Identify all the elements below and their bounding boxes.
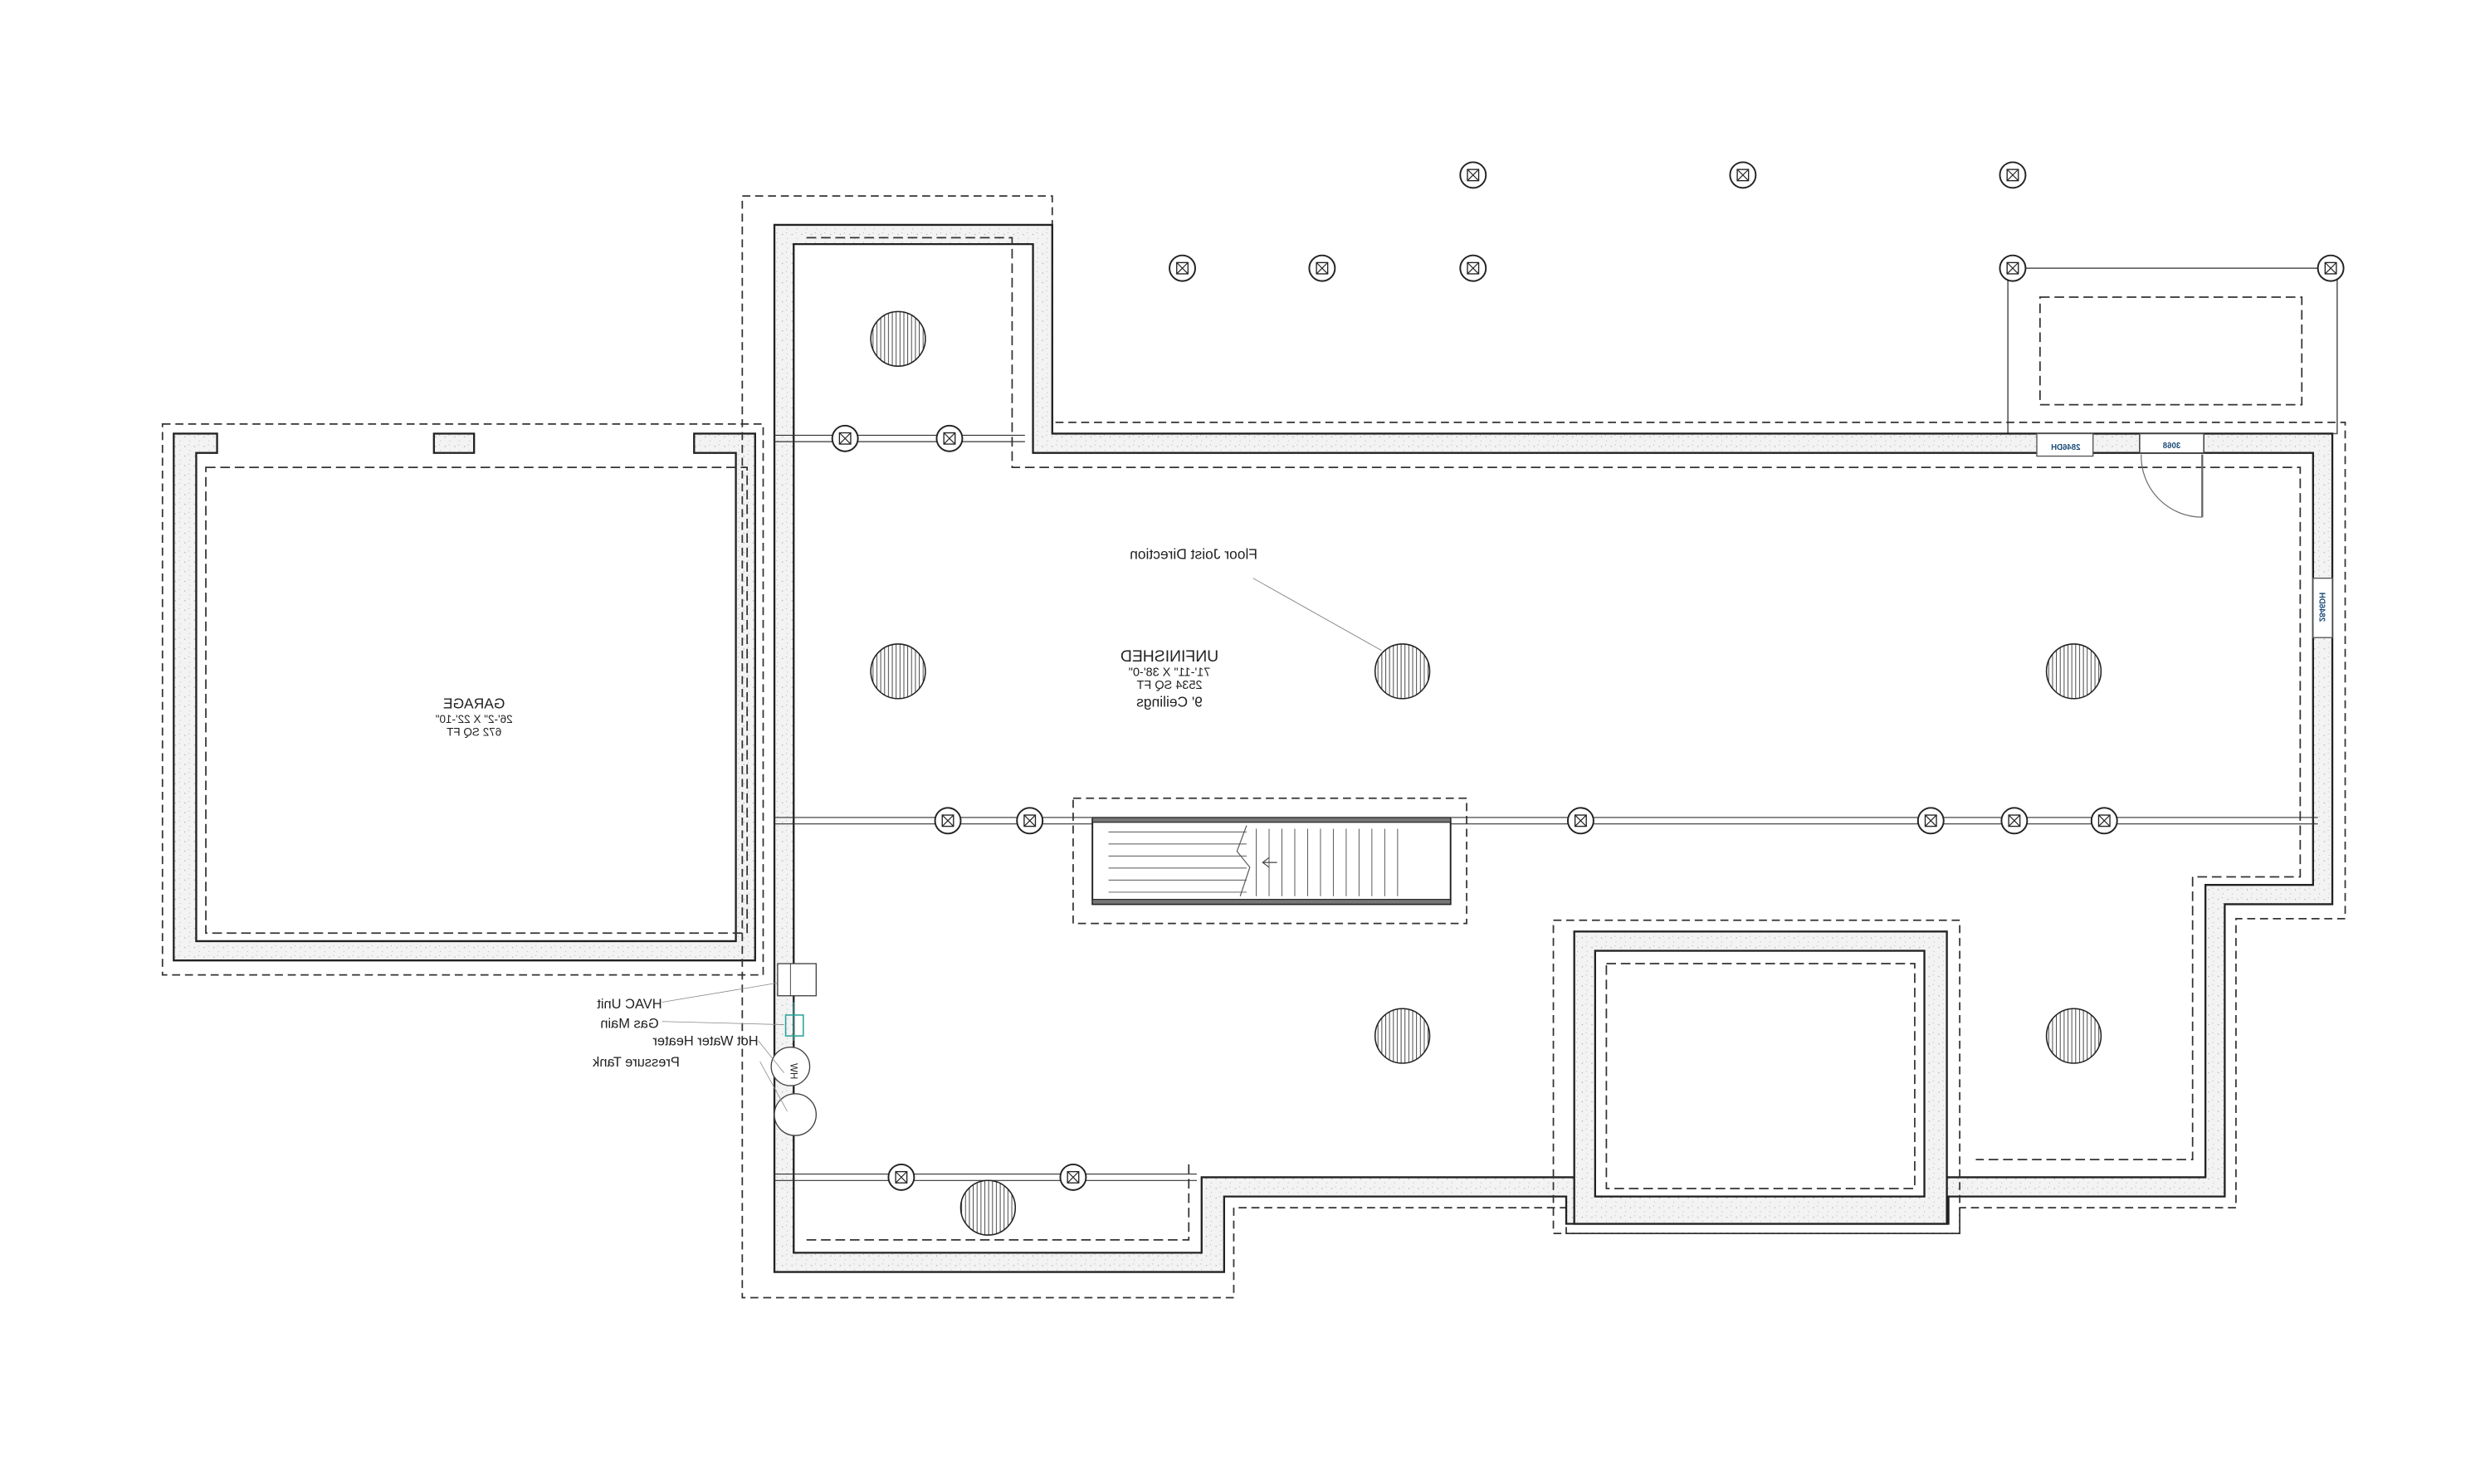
column-x-icon [934, 807, 962, 835]
hot-water-heater [770, 1046, 811, 1086]
stair [1072, 797, 1467, 925]
garage-name: GARAGE [443, 695, 505, 711]
unfinished-size: 71'-11" X 38'-0" [1129, 666, 1211, 680]
column-x-icon [2090, 807, 2118, 835]
beam-top [774, 434, 1025, 442]
column-x-icon [1729, 161, 1757, 189]
unfinished-area: 2534 SQ FT [1136, 679, 1202, 692]
column-x-icon [1566, 807, 1594, 835]
window-top[interactable] [2036, 432, 2094, 457]
door-label: 3068 [2162, 442, 2180, 451]
window-right[interactable] [2312, 577, 2333, 638]
stair-break-line [1236, 825, 1251, 896]
unfinished-name: UNFINISHED [1120, 647, 1218, 666]
stair-wall-bottom [1091, 899, 1452, 906]
pressure-tank-label: Pressure Tank [592, 1055, 680, 1070]
garage-size: 26'-2" X 22'-10" [435, 713, 512, 725]
mechanical-equipment: HW HVAC Unit Gas Main Hot Water Heater P… [592, 963, 818, 1136]
window-right-label: 2846DH [2317, 593, 2326, 622]
main-foundation [741, 195, 2346, 1299]
hatched-pier-icon [870, 643, 926, 700]
hot-water-heater-label: Hot Water Heater [652, 1034, 759, 1049]
column-x-icon [1059, 1163, 1087, 1191]
porch [2007, 267, 2338, 435]
stair-arrow-icon [1262, 857, 1277, 868]
door[interactable] [2139, 432, 2205, 454]
hatched-pier-icon [870, 310, 926, 367]
door-swing [2141, 454, 2203, 518]
garage-wall-stub [432, 432, 476, 454]
hatched-pier-icon [2045, 1008, 2102, 1064]
garage-wall [173, 432, 756, 962]
box-floor [1594, 949, 1926, 1198]
piers [870, 310, 2102, 1236]
box-slab-outline [1605, 963, 1916, 1189]
gas-main [784, 1014, 804, 1037]
porch-outline [2007, 267, 2338, 435]
column-x-icon [1016, 807, 1044, 835]
column-x-icon [1308, 254, 1336, 282]
column-x-icon [1459, 161, 1487, 189]
hvac-unit [777, 963, 818, 997]
openings: 2846DH 3068 2846DH [2036, 432, 2333, 638]
column-x-icon [831, 424, 859, 452]
garage: GARAGE 26'-2" X 22'-10" 672 SQ FT [161, 422, 764, 976]
porch-slab [2038, 296, 2303, 406]
stair-box [1091, 818, 1452, 906]
column-x-icon [1169, 254, 1196, 282]
hatched-pier-icon [1374, 643, 1431, 700]
floor-joist-leader [1252, 578, 1382, 652]
window-top-label: 2846DH [2051, 443, 2080, 452]
column-x-icon [1916, 807, 1945, 835]
main-slab-outline [806, 237, 2302, 1241]
garage-area: 672 SQ FT [447, 725, 501, 738]
hvac-label: HVAC Unit [597, 997, 662, 1012]
hot-water-symbol: HW [788, 1063, 798, 1079]
column-x-icon [887, 1163, 915, 1191]
hatched-pier-icon [2045, 643, 2102, 700]
gas-main-label: Gas Main [600, 1016, 658, 1031]
column-x-icon [1999, 254, 2027, 282]
garage-footing-outline [161, 422, 764, 976]
column-x-icon [2317, 254, 2345, 282]
column-x-icon [1459, 254, 1487, 282]
hatched-pier-icon [1374, 1008, 1431, 1064]
main-room-floor [793, 242, 2314, 1254]
column-x-icon [1999, 161, 2027, 189]
garage-slab-outline [205, 466, 749, 935]
pressure-tank [774, 1093, 818, 1136]
floor-joist-label: Floor Joist Direction [1130, 545, 1257, 562]
column-x-icon [2000, 807, 2029, 835]
column-x-icon [935, 424, 964, 452]
columns [831, 161, 2345, 1191]
stair-wall-top [1091, 817, 1452, 823]
unfinished-ceiling: 9' Ceilings [1136, 693, 1203, 710]
stair-opening-outline [1072, 797, 1467, 925]
hatched-pier-icon [959, 1179, 1017, 1236]
unfinished-room-label: UNFINISHED 71'-11" X 38'-0" 2534 SQ FT 9… [1120, 647, 1218, 710]
